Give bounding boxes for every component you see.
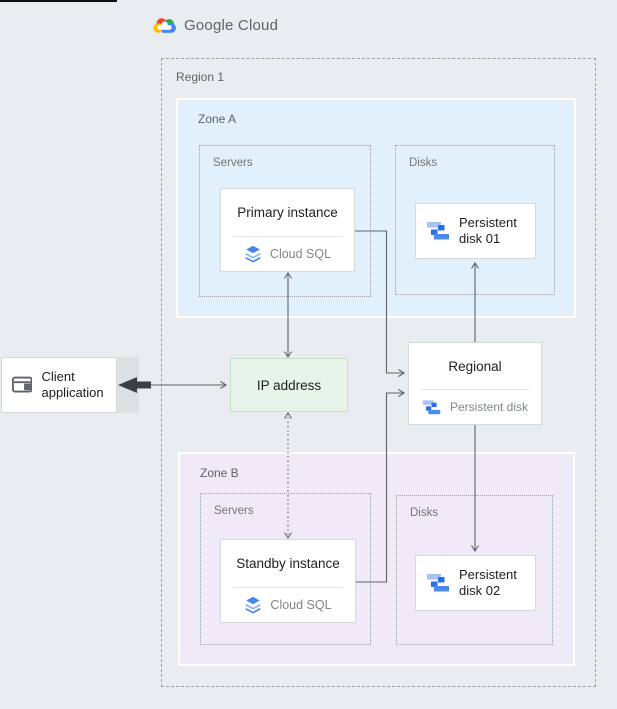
regional-disk-subtitle: Persistent disk	[449, 400, 529, 414]
persistent-disk-01-node: Persistent disk 01	[415, 203, 536, 259]
card-divider	[233, 236, 342, 237]
regional-persistent-disk-node: Regional Persistent disk	[408, 342, 542, 425]
ip-address-label: IP address	[256, 377, 322, 393]
persistent-disk-icon	[427, 574, 449, 592]
google-cloud-logo-icon	[153, 18, 176, 33]
zone-b-disks-label: Disks	[410, 507, 439, 519]
region-1-label: Region 1	[176, 70, 225, 84]
google-cloud-logo: Google Cloud	[152, 16, 278, 35]
primary-instance-product-label: Cloud SQL	[269, 247, 332, 261]
ip-address-node: IP address	[230, 358, 348, 412]
card-divider	[421, 389, 529, 390]
primary-instance-title: Primary instance	[237, 205, 338, 220]
persistent-disk-icon	[422, 399, 441, 414]
zone-b-servers-label: Servers	[214, 505, 254, 517]
client-card-shadow-strip	[117, 357, 139, 413]
standby-instance-product-label: Cloud SQL	[270, 598, 332, 612]
client-application-label: Client application	[41, 368, 104, 400]
region-1-container	[161, 58, 596, 687]
persistent-disk-02-label: Persistent disk 02	[459, 566, 517, 598]
primary-instance-node: Primary instance Cloud SQL	[220, 188, 355, 272]
window-edge-bar	[0, 0, 117, 2]
standby-instance-title: Standby instance	[236, 556, 340, 571]
persistent-disk-01-label: Persistent disk 01	[459, 214, 517, 246]
cloud-sql-icon	[244, 245, 262, 263]
regional-disk-title: Regional	[448, 358, 502, 374]
google-cloud-logo-text: Google Cloud	[184, 17, 279, 34]
zone-a-servers-label: Servers	[213, 157, 253, 169]
application-window-icon	[12, 376, 33, 393]
persistent-disk-icon	[427, 222, 449, 240]
persistent-disk-02-node: Persistent disk 02	[415, 555, 536, 611]
card-divider	[233, 587, 343, 588]
zone-b-label: Zone B	[200, 466, 239, 480]
standby-instance-node: Standby instance Cloud SQL	[220, 539, 356, 623]
zone-a-disks-label: Disks	[409, 157, 438, 169]
client-application-node: Client application	[1, 357, 117, 413]
zone-a-label: Zone A	[198, 112, 237, 126]
cloud-sql-icon	[245, 596, 262, 614]
